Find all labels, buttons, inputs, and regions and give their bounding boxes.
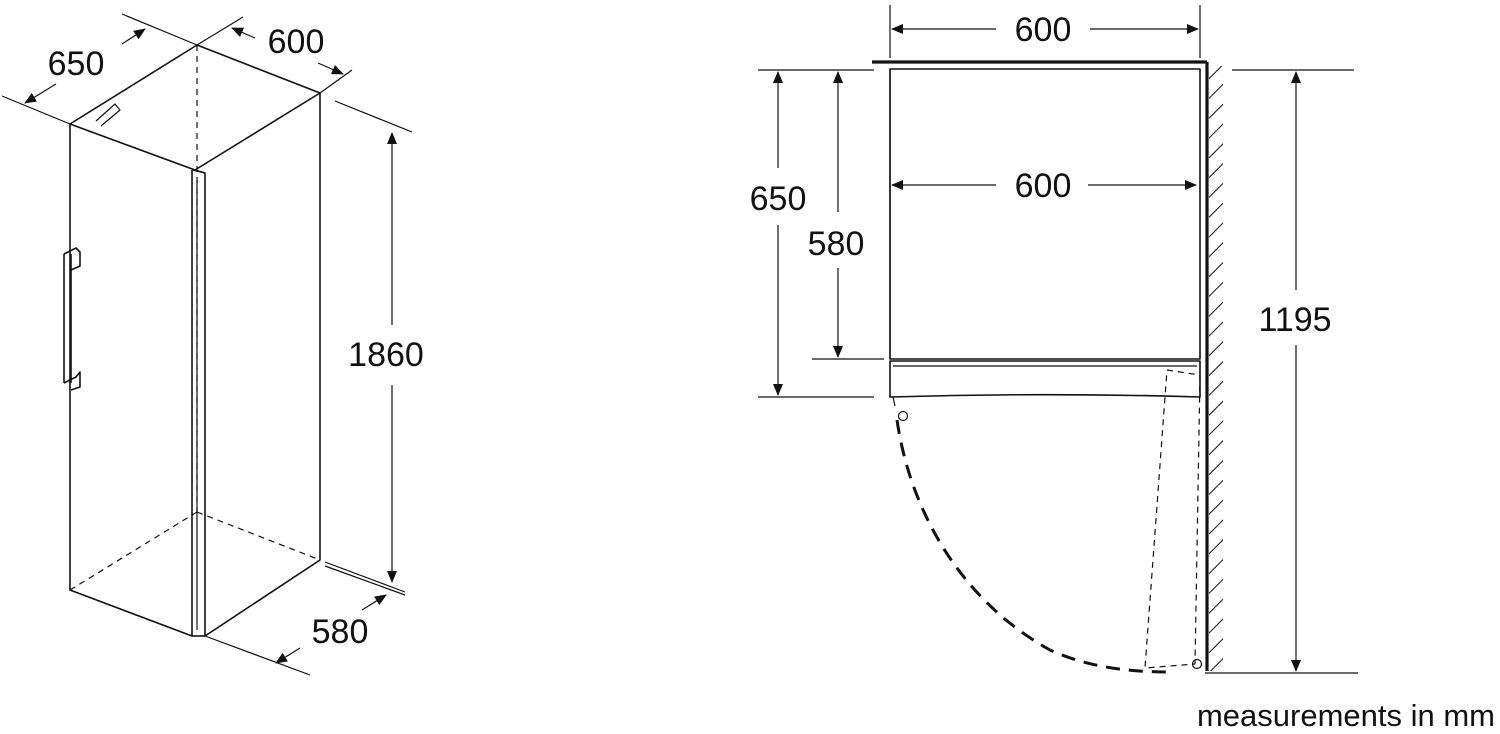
door-handle [63, 247, 81, 391]
label-top-width-600: 600 [1015, 11, 1072, 49]
label-width-600: 600 [268, 23, 325, 61]
dim-width-600 [196, 16, 353, 94]
dim-height-1860 [324, 100, 413, 593]
dim-clearance-1195 [1205, 69, 1358, 674]
door-swing-arc [895, 419, 1173, 674]
door-open-ghost [1144, 369, 1203, 670]
dim-inner-depth-580 [204, 565, 406, 676]
label-depth-650: 650 [48, 45, 105, 83]
dim-body-depth-580 [812, 71, 884, 360]
wall [872, 60, 1223, 671]
label-height-1860: 1860 [348, 336, 424, 374]
dim-overall-depth-650 [758, 69, 874, 398]
label-body-depth-580: 580 [808, 225, 865, 263]
label-inner-depth-580: 580 [312, 613, 369, 651]
perspective-view: 650 600 1860 580 [1, 13, 424, 676]
cabinet-outline [69, 44, 321, 637]
dim-depth-650 [1, 13, 198, 125]
hidden-edges [69, 45, 321, 591]
label-clearance-1195: 1195 [1258, 301, 1331, 339]
plan-view: 600 600 650 580 1195 [750, 5, 1358, 674]
label-overall-depth-650: 650 [750, 180, 807, 218]
dim-top-width-600 [889, 5, 1201, 58]
label-inner-width-600: 600 [1015, 167, 1072, 205]
cabinet-plan [889, 68, 1201, 422]
measurements-caption: measurements in mm [1197, 698, 1495, 733]
